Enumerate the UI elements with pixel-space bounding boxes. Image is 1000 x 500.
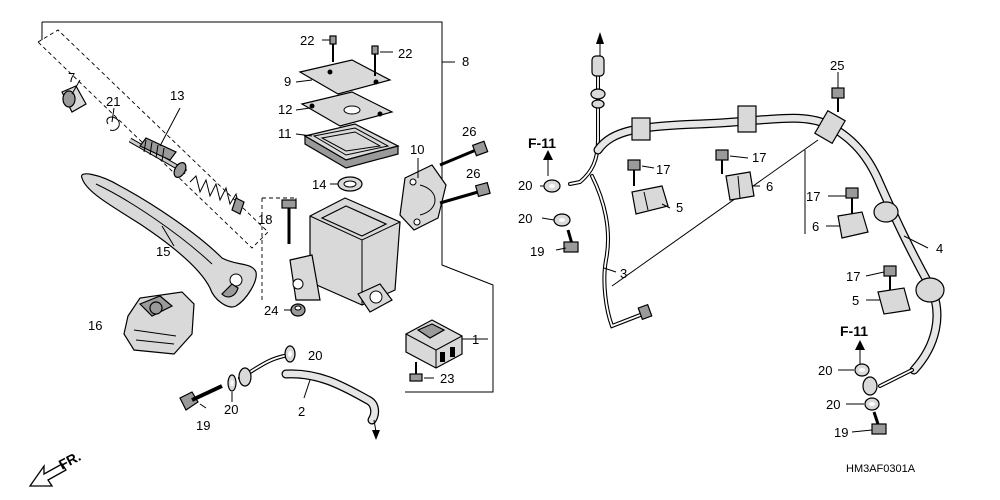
- label-24: 24: [264, 303, 278, 318]
- label-26-lower: 26: [466, 166, 480, 181]
- label-6-lower: 6: [812, 219, 819, 234]
- bolt-26-upper: [439, 140, 489, 167]
- clamp-holder-10: [399, 164, 447, 231]
- label-20-lower-left: 20: [224, 402, 238, 417]
- diagram-code: HM3AF0301A: [846, 463, 916, 475]
- float-ring-14: [337, 176, 363, 192]
- label-6-upper: 6: [766, 179, 773, 194]
- washer-20-upper-left: [284, 345, 296, 363]
- label-21: 21: [106, 94, 120, 109]
- label-7: 7: [68, 70, 75, 85]
- screw-23: [409, 362, 423, 382]
- label-3: 3: [620, 266, 627, 281]
- label-17-d: 17: [846, 269, 860, 284]
- bolt-17-a: [627, 159, 641, 186]
- diaphragm-11: [303, 123, 400, 169]
- bolt-26-lower: [439, 181, 491, 205]
- label-f11-upper: F-11: [528, 135, 556, 151]
- leader-lines: [71, 39, 929, 433]
- nut-24: [290, 303, 306, 317]
- label-20-r1: 20: [518, 178, 532, 193]
- ref-arrow-f11-upper: [543, 150, 553, 176]
- leader-4-frame: [611, 139, 819, 287]
- washer-20-upper-r2: [553, 213, 571, 227]
- screw-22-right: [371, 45, 379, 76]
- label-25: 25: [830, 58, 844, 73]
- label-23: 23: [440, 371, 454, 386]
- spring-13: [189, 175, 245, 215]
- label-1: 1: [472, 332, 479, 347]
- label-16: 16: [88, 318, 102, 333]
- reservoir-cap-9: [298, 59, 392, 95]
- label-19-lower-right: 19: [834, 425, 848, 440]
- washer-20-lower-r1: [854, 363, 870, 377]
- bolt-17-d: [883, 265, 897, 290]
- brake-lever-15: [81, 173, 257, 308]
- circlip-21: [106, 116, 120, 131]
- stop-switch-1: [405, 319, 463, 369]
- label-17-a: 17: [656, 162, 670, 177]
- label-17-c: 17: [806, 189, 820, 204]
- piston-13: [128, 137, 188, 178]
- switch-cover-16: [123, 291, 195, 355]
- front-direction-arrow: [28, 463, 67, 487]
- master-cylinder-callout-frame: [42, 21, 494, 393]
- clip-5-upper: [631, 185, 669, 215]
- bolt-25: [831, 87, 845, 112]
- label-13: 13: [170, 88, 184, 103]
- label-8: 8: [462, 54, 469, 69]
- label-5-lower: 5: [852, 293, 859, 308]
- brake-pipe-3: [568, 32, 653, 329]
- label-22-right: 22: [398, 46, 412, 61]
- boot-7: [61, 85, 87, 113]
- label-20-lower-r1: 20: [818, 363, 832, 378]
- label-19-upper-right: 19: [530, 244, 544, 259]
- cap-plate-12: [300, 91, 394, 127]
- clip-6-upper: [725, 171, 755, 201]
- piston-kit-box: [37, 29, 269, 249]
- ref-arrow-f11-lower: [855, 340, 865, 364]
- brake-hose-2: [238, 354, 380, 440]
- label-22-left: 22: [300, 33, 314, 48]
- label-12: 12: [278, 102, 292, 117]
- washer-20-lower-r2: [864, 397, 880, 411]
- label-26-upper: 26: [462, 124, 476, 139]
- label-11: 11: [278, 126, 292, 141]
- hose-end-fitting: [862, 376, 878, 396]
- label-19-left: 19: [196, 418, 210, 433]
- label-2: 2: [298, 404, 305, 419]
- pivot-bolt-18: [281, 199, 297, 244]
- label-17-b: 17: [752, 150, 766, 165]
- label-4: 4: [936, 241, 943, 256]
- oil-bolt-19-lower-right: [871, 411, 887, 435]
- bolt-17-b: [715, 149, 729, 174]
- washer-20-lower-left: [227, 374, 237, 392]
- screw-22-left: [329, 35, 337, 62]
- label-18: 18: [258, 212, 272, 227]
- label-f11-lower: F-11: [840, 323, 868, 339]
- washer-20-upper-r1: [543, 179, 561, 193]
- brake-hose-4: [593, 105, 945, 388]
- label-14: 14: [312, 177, 326, 192]
- oil-bolt-19-upper-right: [563, 229, 579, 253]
- label-5-upper: 5: [676, 200, 683, 215]
- label-15: 15: [156, 244, 170, 259]
- clip-6-lower: [837, 211, 869, 239]
- label-10: 10: [410, 142, 424, 157]
- label-20-upper-left: 20: [308, 348, 322, 363]
- label-20-lower-r2: 20: [826, 397, 840, 412]
- oil-bolt-19-left: [179, 384, 223, 411]
- clip-5-lower: [877, 287, 911, 315]
- bolt-17-c: [845, 187, 859, 214]
- label-9: 9: [284, 74, 291, 89]
- master-cylinder-body: [289, 197, 401, 313]
- label-20-r2: 20: [518, 211, 532, 226]
